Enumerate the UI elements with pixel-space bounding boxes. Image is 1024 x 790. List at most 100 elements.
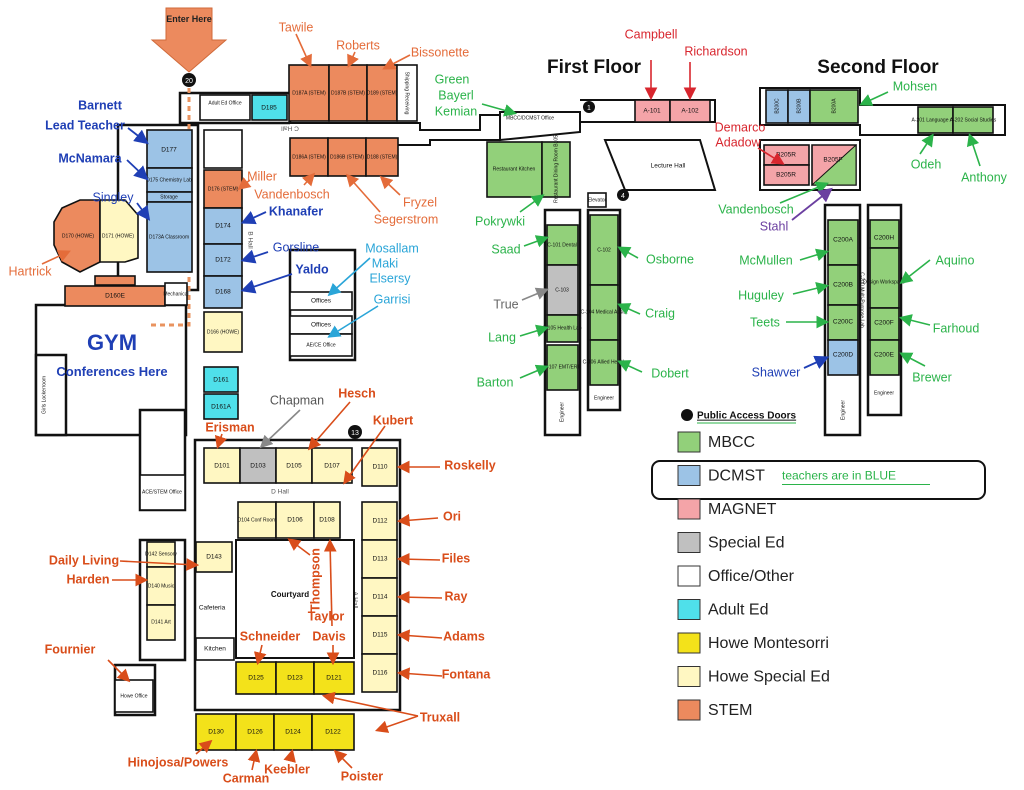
room-d187b: D187B (STEM)	[328, 64, 368, 122]
svg-text:D143: D143	[206, 554, 222, 561]
room-mbcc-office: MBCC/DCMST Office	[506, 115, 554, 121]
room-b200b: B200B	[787, 89, 811, 124]
svg-text:MBCC/DCMST Office: MBCC/DCMST Office	[506, 115, 554, 121]
name-saad: Saad	[491, 242, 520, 256]
svg-text:C200C: C200C	[833, 319, 854, 326]
room-d140: D140 Music	[146, 566, 176, 606]
room-elevator: Elevator	[587, 192, 607, 208]
room-d172: D172	[203, 243, 243, 277]
svg-text:D113: D113	[372, 556, 387, 563]
d-hall-label: D Hall	[271, 489, 289, 496]
room-d130: D130	[195, 713, 237, 751]
legend-label: Howe Montesorri	[708, 635, 829, 652]
room-c107: C-107 EMT/ERT	[544, 344, 580, 391]
svg-text:D168: D168	[215, 289, 231, 296]
room-d176: D176 (STEM)	[203, 169, 243, 209]
svg-text:D173A Classroom: D173A Classroom	[149, 234, 189, 240]
svg-text:Engineer: Engineer	[874, 390, 894, 396]
svg-text:D115: D115	[372, 632, 387, 639]
svg-text:D189 (STEM): D189 (STEM)	[367, 90, 398, 96]
enter-here-arrow: Enter Here	[150, 7, 228, 73]
room-kitchen: Kitchen	[195, 637, 235, 661]
svg-text:D170 (HOWE): D170 (HOWE)	[62, 233, 95, 239]
name-hesch: Hesch	[338, 386, 376, 400]
legend-item: Special Ed	[677, 532, 785, 553]
name-roskelly: Roskelly	[444, 458, 495, 472]
name-taylor: Taylor	[308, 609, 345, 623]
svg-text:D140 Music: D140 Music	[148, 583, 175, 589]
svg-text:Howe Office: Howe Office	[120, 693, 147, 699]
room-d173a: D173A Classroom	[146, 201, 193, 273]
svg-text:C-103: C-103	[555, 287, 569, 293]
legend-label: Special Ed	[708, 535, 785, 552]
room-b205f: B205F	[810, 143, 857, 186]
name-adams: Adams	[443, 629, 485, 643]
legend-swatch	[677, 431, 701, 453]
legend-swatch	[677, 565, 701, 587]
room-d115: D115	[361, 615, 398, 655]
name-vandenbosch-2: Vandenbosch	[718, 202, 794, 216]
svg-text:C-102: C-102	[597, 247, 611, 253]
svg-text:D166 (HOWE): D166 (HOWE)	[207, 329, 240, 335]
room-c103: C-103	[546, 264, 579, 316]
svg-text:D126: D126	[247, 729, 263, 736]
svg-text:D123: D123	[287, 675, 303, 682]
svg-text:D142 Sensory: D142 Sensory	[145, 551, 177, 557]
room-c104: C-104 Medical Assist	[581, 284, 628, 341]
name-mosallam: Mosallam	[365, 241, 419, 255]
name-davis: Davis	[312, 629, 345, 643]
svg-text:D186B (STEM): D186B (STEM)	[330, 154, 364, 160]
room-engineer-4: Engineer	[874, 390, 894, 396]
name-lang: Lang	[488, 330, 516, 344]
room-c200a: C200A	[827, 219, 859, 266]
room-d125: D125	[235, 661, 277, 695]
room-d124: D124	[273, 713, 313, 751]
name-khanafer: Khanafer	[269, 204, 323, 218]
room-d126: D126	[235, 713, 275, 751]
name-barnett: Barnett	[78, 98, 123, 112]
room-restaurant-kitchen: Restaurant Kitchen	[486, 141, 543, 198]
name-richardson: Richardson	[684, 44, 747, 58]
room-d188: D188 (STEM)	[365, 137, 399, 177]
room-b200a: B200A	[809, 89, 859, 124]
name-carman: Carman	[223, 771, 270, 785]
name-true: True	[493, 297, 518, 311]
room-d143: D143	[195, 541, 233, 573]
first-floor-title: First Floor	[547, 57, 642, 78]
room-c105: C-105 Health Lab	[542, 314, 582, 343]
room-d177: D177	[146, 129, 193, 169]
room-offices-2: Offices	[289, 315, 353, 335]
svg-text:13: 13	[351, 430, 359, 437]
name-ray: Ray	[445, 589, 468, 603]
door-13-marker: 13	[348, 425, 362, 439]
legend-label: Howe Special Ed	[708, 669, 830, 686]
svg-text:D161: D161	[213, 377, 229, 384]
svg-text:1: 1	[587, 105, 591, 112]
name-ori: Ori	[443, 509, 461, 523]
room-d161a: D161A	[203, 393, 239, 420]
svg-text:ACE/STEM Office: ACE/STEM Office	[142, 489, 182, 495]
name-miller: Miller	[247, 169, 277, 183]
legend-item: Howe Special Ed	[677, 666, 830, 687]
room-d185: D185	[251, 94, 288, 121]
legend-label: DCMST	[708, 468, 765, 485]
legend-swatch	[677, 599, 701, 620]
room-d189: D189 (STEM)	[366, 64, 398, 122]
svg-text:C200D: C200D	[833, 352, 854, 359]
room-adult-ed-office: Adult Ed Office	[199, 94, 251, 121]
room-d107: D107	[311, 447, 353, 484]
room-d108: D108	[313, 501, 341, 539]
legend-label: Office/Other	[708, 568, 795, 585]
svg-text:C-104 Medical Assist: C-104 Medical Assist	[581, 309, 628, 315]
svg-text:B200A: B200A	[831, 98, 837, 114]
name-schneider: Schneider	[240, 629, 301, 643]
room-d141: D141 Art	[146, 604, 176, 641]
svg-text:D122: D122	[325, 729, 341, 736]
svg-text:C-106 Allied Health: C-106 Allied Health	[583, 359, 626, 365]
svg-text:Engineer: Engineer	[559, 402, 565, 422]
name-frytzel: Fryzel	[403, 195, 437, 209]
name-osborne: Osborne	[646, 252, 694, 266]
room-d121: D121	[313, 661, 355, 695]
svg-text:C-105 Health Lab: C-105 Health Lab	[542, 325, 581, 331]
